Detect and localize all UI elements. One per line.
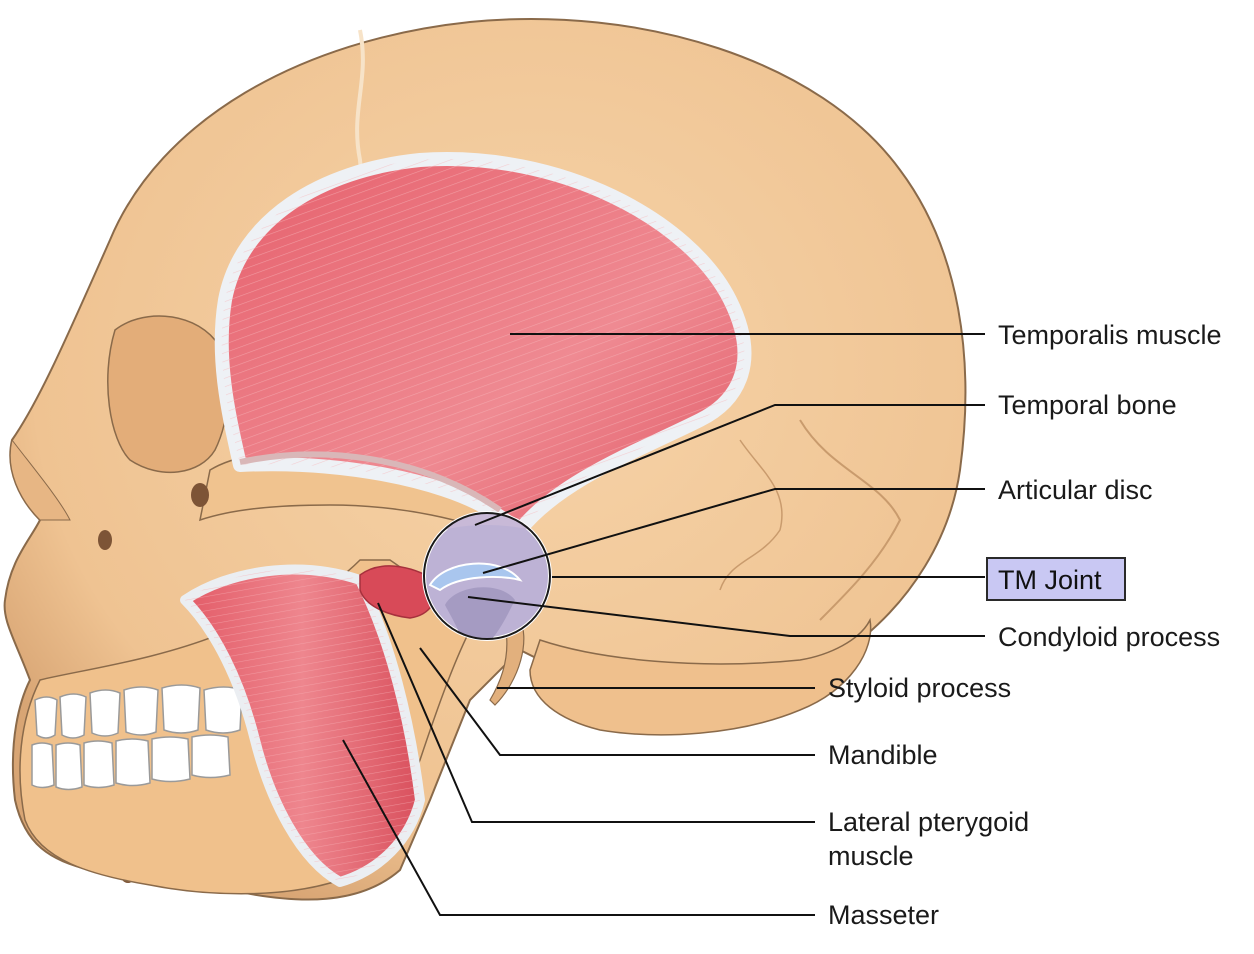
label-masseter: Masseter xyxy=(828,900,940,930)
temporal-line xyxy=(239,451,502,513)
articular-disc xyxy=(428,562,523,592)
leader-mandible xyxy=(419,647,815,756)
lambdoid-suture xyxy=(799,419,902,621)
styloid-process xyxy=(489,619,525,706)
leader-condyloid xyxy=(467,596,985,637)
leader-temporal-bone xyxy=(474,404,985,526)
foramen xyxy=(191,483,209,507)
label-articular-disc: Articular disc xyxy=(998,475,1153,505)
leader-masseter xyxy=(342,739,815,916)
nasal-bone xyxy=(9,438,71,521)
label-temporalis-muscle: Temporalis muscle xyxy=(998,320,1222,350)
label-lateral-pterygoid-line1: Lateral pterygoid xyxy=(828,807,1030,837)
tm-joint-label-box: TM Joint xyxy=(986,557,1126,601)
mastoid-region xyxy=(529,617,872,736)
label-tm-joint: TM Joint xyxy=(998,565,1102,595)
label-temporal-bone: Temporal bone xyxy=(998,390,1177,420)
leader-lateral-pterygoid xyxy=(377,602,815,823)
squamosal-suture xyxy=(719,439,783,591)
upper-teeth xyxy=(34,684,243,739)
label-lateral-pterygoid-line2: muscle xyxy=(828,841,914,871)
orbit xyxy=(107,315,229,473)
tm-joint-circle xyxy=(422,511,552,641)
label-styloid-process: Styloid process xyxy=(828,673,1012,703)
foramen xyxy=(98,530,112,550)
leader-lines xyxy=(342,333,985,916)
lower-teeth xyxy=(31,734,231,791)
leader-articular-disc xyxy=(482,488,985,574)
label-mandible: Mandible xyxy=(828,740,938,770)
label-condyloid-process: Condyloid process xyxy=(998,622,1221,652)
